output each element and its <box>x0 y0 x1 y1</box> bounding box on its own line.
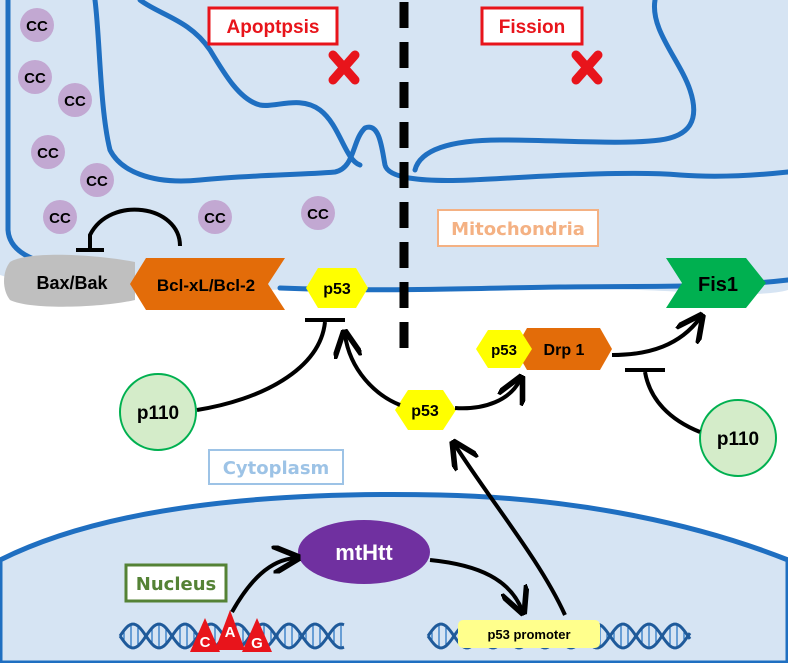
p53-to-membrane-arrow <box>345 335 401 407</box>
bcl-inhibits-bax-arc <box>88 207 182 248</box>
drp1-label: Drp 1 <box>544 342 585 359</box>
cag-a: A <box>225 624 236 641</box>
fis1: Fis1 <box>666 258 766 308</box>
nucleus-label: Nucleus <box>136 574 216 595</box>
bax-bak: Bax/Bak <box>4 254 135 307</box>
p110-right: p110 <box>699 399 777 477</box>
cc-circle <box>43 200 77 234</box>
cc-label: CC <box>204 210 226 227</box>
p110-inhibits-drp1-line <box>643 371 701 434</box>
cag-repeat: C A G <box>190 610 272 652</box>
cag-to-mthtt-arrow <box>230 558 295 613</box>
mitochondrion-outer-membrane <box>0 0 788 295</box>
cc-label: CC <box>307 206 329 223</box>
cc-label: CC <box>86 173 108 190</box>
fission-label: Fission <box>499 17 566 38</box>
cag-c: C <box>200 634 211 651</box>
mitochondria-label-box: Mitochondria <box>437 209 599 247</box>
fission-blocked-x-icon <box>571 50 603 85</box>
cc-label: CC <box>49 210 71 227</box>
bcl-label: Bcl-xL/Bcl-2 <box>157 276 255 295</box>
p53-to-drp1-arrow <box>454 380 520 411</box>
mitochondrion-crista-right <box>412 0 697 173</box>
p53-promoter: p53 promoter <box>458 620 600 648</box>
p53-drp1-p53-label: p53 <box>491 342 517 359</box>
p53-membrane: p53 <box>306 268 368 308</box>
cc-circle <box>198 200 232 234</box>
bcl-xl-bcl-2: Bcl-xL/Bcl-2 <box>130 258 285 310</box>
p110-right-label: p110 <box>717 429 759 450</box>
p110-inhibits-p53-line <box>196 321 327 412</box>
mthtt-to-promoter-arrow <box>429 558 522 610</box>
cc-label: CC <box>24 70 46 87</box>
fis1-label: Fis1 <box>698 274 738 296</box>
promoter-to-p53-arrow <box>455 445 567 616</box>
mitochondrion-inner-membrane <box>92 0 788 184</box>
mthtt: mtHtt <box>298 520 430 584</box>
nucleus-label-box: Nucleus <box>124 563 228 603</box>
cytoplasm-label-box: Cytoplasm <box>208 449 344 485</box>
cc-circle <box>58 83 92 117</box>
apoptosis-box: Apoptpsis <box>207 6 339 46</box>
cc-label: CC <box>64 93 86 110</box>
p53-cytoplasm-label: p53 <box>411 403 439 420</box>
mthtt-label: mtHtt <box>335 540 393 565</box>
p53-promoter-label: p53 promoter <box>487 627 570 642</box>
drp1-to-fis1-arrow <box>611 318 700 357</box>
mitochondrion-crista-upper <box>137 0 363 168</box>
p110-left: p110 <box>119 373 197 451</box>
apoptosis-blocked-x-icon <box>328 50 360 85</box>
bax-bak-label: Bax/Bak <box>36 273 108 293</box>
mitochondria-label: Mitochondria <box>451 219 585 240</box>
p53-drp1-complex: p53 Drp 1 <box>476 328 612 370</box>
cc-circle <box>80 163 114 197</box>
cc-circles: CC CC CC CC CC CC CC CC <box>18 8 335 234</box>
p53-cytoplasm: p53 <box>395 390 456 430</box>
fission-box: Fission <box>480 6 584 46</box>
p110-left-label: p110 <box>137 403 179 424</box>
cytoplasm-label: Cytoplasm <box>223 458 330 479</box>
cc-circle <box>18 60 52 94</box>
cc-circle <box>301 196 335 230</box>
cag-g: G <box>251 635 263 652</box>
cc-label: CC <box>26 18 48 35</box>
apoptosis-label: Apoptpsis <box>227 17 320 38</box>
p53-membrane-label: p53 <box>323 281 351 298</box>
cc-circle <box>20 8 54 42</box>
cc-label: CC <box>37 145 59 162</box>
cc-circle <box>31 135 65 169</box>
